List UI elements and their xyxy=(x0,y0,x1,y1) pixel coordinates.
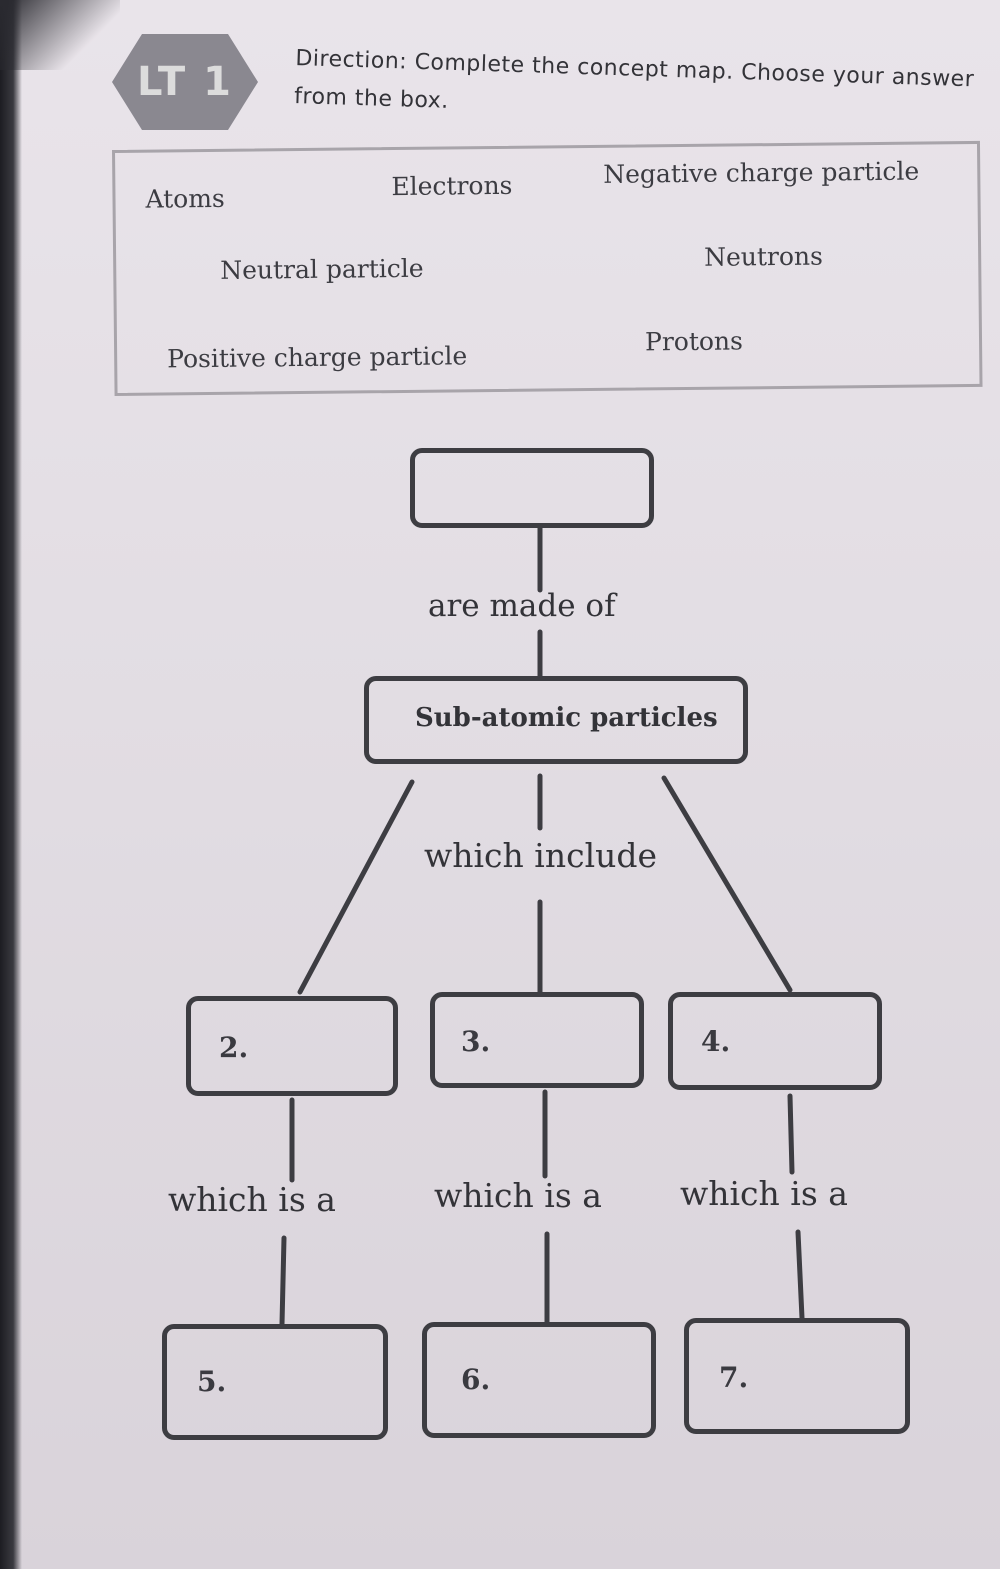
concept-node-top[interactable] xyxy=(410,448,654,528)
badge-label: LT 1 xyxy=(137,59,233,105)
concept-node-4[interactable]: 4. xyxy=(668,992,882,1090)
concept-node-3[interactable]: 3. xyxy=(430,992,644,1088)
link-which-is-a-3: which is a xyxy=(680,1174,848,1213)
lesson-badge: LT 1 xyxy=(110,32,260,132)
node-5-number: 5. xyxy=(197,1365,227,1398)
node-6-number: 6. xyxy=(461,1363,491,1396)
concept-node-7[interactable]: 7. xyxy=(684,1318,910,1434)
concept-node-sub-atomic: Sub-atomic particles xyxy=(364,676,748,764)
page-edge-shadow xyxy=(0,0,22,1569)
node-7-number: 7. xyxy=(719,1361,749,1394)
node-2-number: 2. xyxy=(219,1031,249,1064)
node-3-number: 3. xyxy=(461,1025,491,1058)
hexagon-icon xyxy=(112,34,258,130)
link-which-is-a-1: which is a xyxy=(168,1180,336,1219)
concept-node-5[interactable]: 5. xyxy=(162,1324,388,1440)
connector-middle-to-node-2 xyxy=(297,779,415,995)
node-4-number: 4. xyxy=(701,1025,731,1058)
connector-node-4-down xyxy=(787,1093,795,1175)
concept-node-6[interactable]: 6. xyxy=(422,1322,656,1438)
connector-to-node-5 xyxy=(279,1235,287,1327)
link-which-is-a-2: which is a xyxy=(434,1176,602,1215)
link-are-made-of: are made of xyxy=(428,588,616,624)
page-corner-shadow xyxy=(0,0,120,70)
sub-atomic-particles-label: Sub-atomic particles xyxy=(415,703,718,733)
connector-to-node-7 xyxy=(795,1229,805,1321)
concept-node-2[interactable]: 2. xyxy=(186,996,398,1096)
connector-middle-to-node-4 xyxy=(661,775,793,993)
link-which-include: which include xyxy=(424,836,658,875)
